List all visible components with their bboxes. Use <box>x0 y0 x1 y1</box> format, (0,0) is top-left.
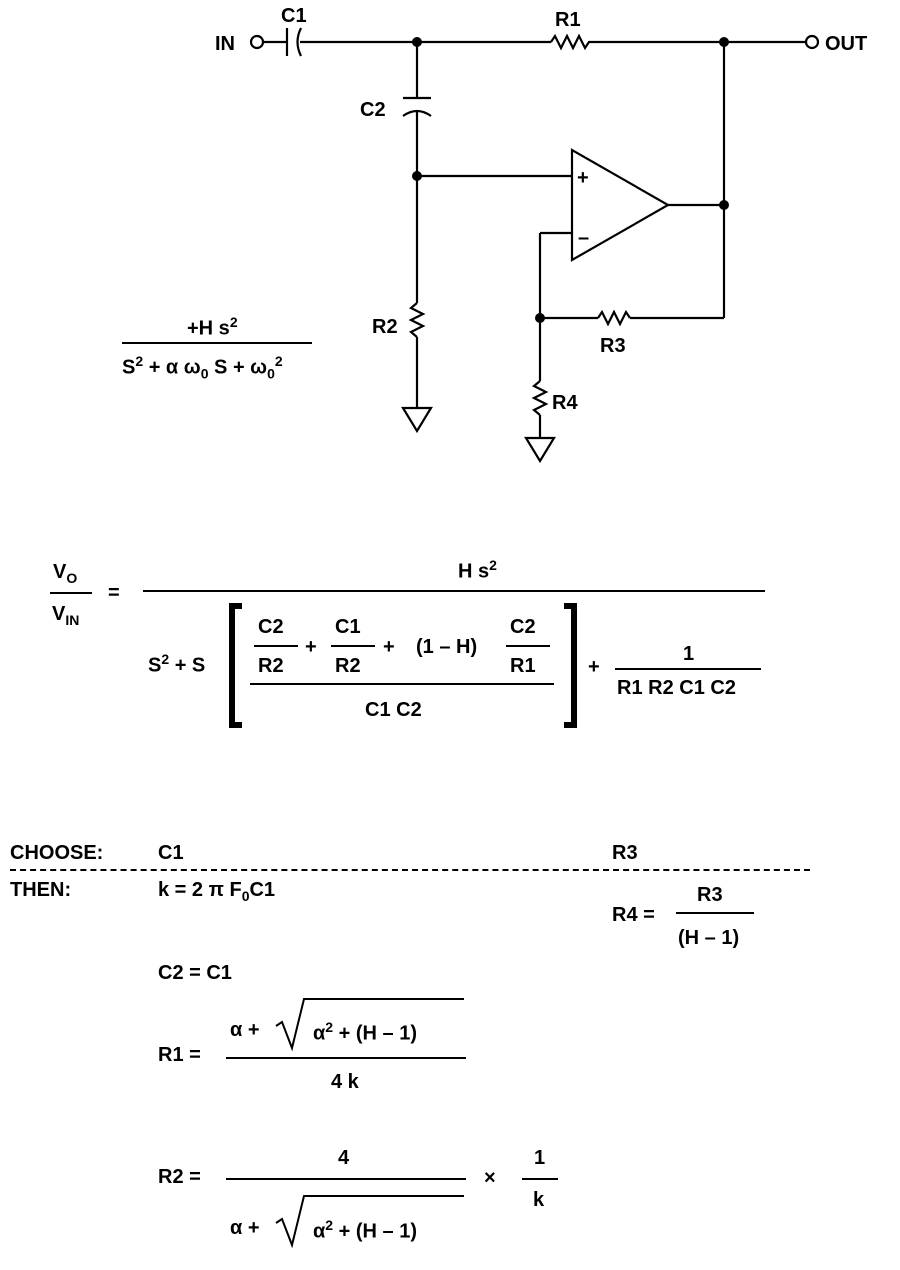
choose-r3: R3 <box>612 842 638 864</box>
circuit-schematic: IN OUT C1 R1 C2 R2 R3 R4 + – <box>215 5 867 464</box>
left-bracket <box>229 603 242 728</box>
dashed-divider <box>10 869 810 871</box>
label-minus: – <box>578 227 589 249</box>
junction-feedback <box>535 313 545 323</box>
label-r4: R4 <box>552 392 578 414</box>
r1-alpha-plus: α + <box>230 1019 260 1041</box>
label-out: OUT <box>825 33 867 55</box>
c1-plate-b <box>296 27 302 57</box>
eq1-c1c2: C1 C2 <box>365 699 422 721</box>
times-sign: × <box>484 1167 496 1189</box>
eq1-frac3-bar <box>506 645 550 647</box>
r1-sqrt-symbol <box>275 998 464 1052</box>
one-over-k-denominator: k <box>533 1189 545 1211</box>
label-c1: C1 <box>281 5 307 27</box>
eq1-c1a: C1 <box>335 616 361 638</box>
eq1-r1a: R1 <box>510 655 536 677</box>
one-over-k-numerator: 1 <box>534 1147 546 1169</box>
choose-c1: C1 <box>158 842 184 864</box>
r2-label: R2 = <box>158 1166 201 1188</box>
label-c2: C2 <box>360 99 386 121</box>
eq1-plus3: + <box>588 656 600 678</box>
r4-fraction-bar <box>676 912 754 914</box>
tf-small-numerator: +H s2 <box>187 314 238 340</box>
eq1-vo-vin-bar <box>50 592 92 594</box>
eq1-numerator: H s2 <box>458 557 497 583</box>
eq1-last-bar <box>615 668 761 670</box>
eq1-c2b: C2 <box>510 616 536 638</box>
tf-small-denominator: S2 + α ω0 S + ω02 <box>122 353 283 382</box>
eq1-frac2-bar <box>331 645 375 647</box>
op-amp <box>570 148 671 262</box>
eq1-main-bar <box>143 590 765 592</box>
ground-r2 <box>401 406 433 434</box>
right-bracket <box>564 603 577 728</box>
junction-top-left <box>412 37 422 47</box>
out-terminal <box>804 34 820 50</box>
eq1-r2b: R2 <box>335 655 361 677</box>
r2-sqrt-symbol <box>275 1195 464 1249</box>
in-terminal <box>249 34 265 50</box>
then-label: THEN: <box>10 879 72 901</box>
label-in: IN <box>215 33 235 55</box>
c2-equation: C2 = C1 <box>158 962 232 984</box>
choose-label: CHOOSE: <box>10 842 104 864</box>
r1-denominator: 4 k <box>331 1071 359 1093</box>
c2-plate-b <box>402 109 432 117</box>
label-r3: R3 <box>600 335 626 357</box>
eq1-r2a: R2 <box>258 655 284 677</box>
r4-numerator: R3 <box>697 884 723 906</box>
r4-label: R4 = <box>612 904 655 926</box>
r1-label: R1 = <box>158 1044 201 1066</box>
eq1-rrcc: R1 R2 C1 C2 <box>617 677 736 699</box>
eq1-one: 1 <box>683 643 695 665</box>
r2-radicand: α2 + (H – 1) <box>313 1217 418 1243</box>
label-r2: R2 <box>372 316 398 338</box>
r2-resistor <box>408 302 426 338</box>
eq1-vin: VIN <box>52 603 80 628</box>
junction-top-right <box>719 37 729 47</box>
junction-output <box>719 200 729 210</box>
r4-denominator: (H – 1) <box>678 927 740 949</box>
eq1-plus2: + <box>383 636 395 658</box>
eq1-vo: VO <box>53 561 78 586</box>
eq1-inner-bar <box>250 683 554 685</box>
r2-numerator: 4 <box>338 1147 350 1169</box>
eq1-one-minus-h: (1 – H) <box>416 636 478 658</box>
k-equation: k = 2 π F0C1 <box>158 879 276 904</box>
tf-small-fraction-bar <box>122 342 312 344</box>
eq1-brackets <box>229 603 577 728</box>
eq1-frac1-bar <box>254 645 298 647</box>
one-over-k-bar <box>522 1178 558 1180</box>
r2-fraction-bar <box>226 1178 466 1180</box>
junction-plus <box>412 171 422 181</box>
ground-r4 <box>524 436 556 464</box>
r1-fraction-bar <box>226 1057 466 1059</box>
eq1-c2a: C2 <box>258 616 284 638</box>
r4-resistor <box>531 380 549 416</box>
r2-alpha-plus: α + <box>230 1217 260 1239</box>
eq1-plus1: + <box>305 636 317 658</box>
eq1-equals: = <box>108 582 120 604</box>
r1-radicand: α2 + (H – 1) <box>313 1019 418 1045</box>
label-plus: + <box>577 167 589 189</box>
r3-resistor <box>597 309 631 327</box>
r1-resistor <box>550 33 592 51</box>
eq1-s2-term: S2 + S <box>148 651 206 677</box>
label-r1: R1 <box>555 9 581 31</box>
